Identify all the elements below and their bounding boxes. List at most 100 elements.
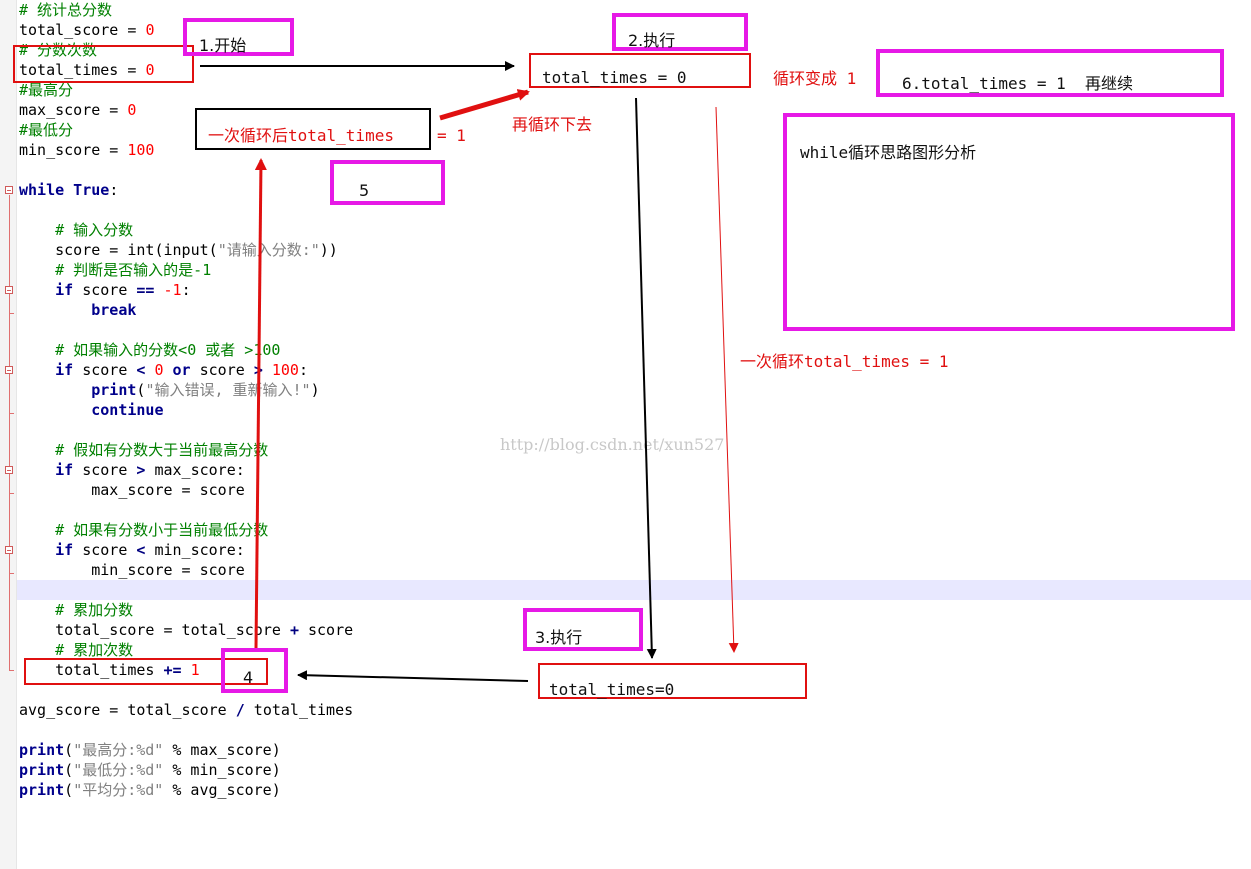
- code-token: min_score = score: [19, 561, 245, 579]
- code-line: if score > max_score:: [19, 460, 245, 480]
- code-token: 0: [145, 21, 155, 39]
- code-token: # 如果有分数小于当前最低分数: [55, 521, 269, 539]
- step-3-box: 3.执行: [523, 608, 643, 651]
- code-token: avg_score = total_score: [19, 701, 236, 719]
- arrow-bottom-to-increment: [297, 670, 529, 682]
- code-token: # 如果输入的分数<0 或者 >100: [55, 341, 281, 359]
- code-token: print: [19, 761, 65, 779]
- step-3-label: 3.执行: [535, 628, 583, 647]
- watermark: http://blog.csdn.net/xun527: [500, 435, 725, 454]
- code-token: :: [298, 361, 308, 379]
- fold-marker-if-min[interactable]: [5, 546, 13, 554]
- step-1-box: 1.开始: [183, 18, 294, 56]
- code-token: +=: [163, 661, 182, 679]
- code-token: # 输入分数: [55, 221, 134, 239]
- code-token: 0: [154, 361, 164, 379]
- code-token: if: [55, 541, 74, 559]
- code-token: max_score:: [145, 461, 245, 479]
- code-token: 1: [190, 661, 200, 679]
- loop-becomes-text: 循环变成 1: [773, 69, 857, 88]
- code-token: score: [73, 361, 137, 379]
- code-token: or: [172, 361, 191, 379]
- analysis-title: while循环思路图形分析: [800, 143, 977, 162]
- box-total-times-bottom: total_times=0: [538, 663, 807, 699]
- code-token: break: [91, 301, 137, 319]
- code-token: continue: [91, 401, 164, 419]
- code-line: #最低分: [19, 120, 73, 140]
- fold-marker-while[interactable]: [5, 186, 13, 194]
- code-token: (: [136, 381, 146, 399]
- code-line: # 统计总分数: [19, 0, 112, 20]
- fold-end-tick: [9, 413, 14, 414]
- code-line: # 判断是否输入的是-1: [19, 260, 211, 280]
- fold-guide-line: [9, 195, 10, 670]
- code-token: score: [190, 361, 254, 379]
- code-token: ): [310, 381, 320, 399]
- code-token: 0: [145, 61, 155, 79]
- code-token: total_times =: [19, 61, 146, 79]
- code-token: #最高分: [19, 81, 74, 99]
- code-token: 0: [127, 101, 137, 119]
- code-token: total_times: [19, 661, 164, 679]
- fold-marker-if-range[interactable]: [5, 366, 13, 374]
- code-token: "平均分:%d": [73, 781, 164, 799]
- code-line: max_score = score: [19, 480, 245, 500]
- code-token: <: [136, 361, 146, 379]
- code-line: total_times += 1: [19, 660, 200, 680]
- code-line: # 输入分数: [19, 220, 133, 240]
- fold-marker-if-break[interactable]: [5, 286, 13, 294]
- code-token: if: [55, 361, 74, 379]
- after-loop-eq-text: = 1: [437, 126, 466, 145]
- fold-marker-if-max[interactable]: [5, 466, 13, 474]
- code-line: # 如果有分数小于当前最低分数: [19, 520, 268, 540]
- code-token: print: [91, 381, 137, 399]
- code-line: total_times = 0: [19, 60, 154, 80]
- code-token: 100: [127, 141, 155, 159]
- code-line: if score == -1:: [19, 280, 190, 300]
- code-line: min_score = 100: [19, 140, 154, 160]
- code-token: # 累加次数: [55, 641, 134, 659]
- step-2-label: 2.执行: [628, 31, 676, 50]
- step-1-label: 1.开始: [199, 36, 247, 55]
- step-6-box: 6.total_times = 1 再继续: [876, 49, 1224, 97]
- editor-gutter: [0, 0, 17, 869]
- code-line: # 如果输入的分数<0 或者 >100: [19, 340, 280, 360]
- code-token: >: [136, 461, 146, 479]
- after-loop-text: 一次循环后total_times: [208, 126, 394, 145]
- highlight-total-times-increment: [24, 658, 268, 685]
- step-5-label: 5: [359, 181, 370, 200]
- code-token: % avg_score): [163, 781, 281, 799]
- code-line: break: [19, 300, 136, 320]
- code-token: :: [109, 181, 119, 199]
- box-total-times-top: total_times = 0: [529, 53, 751, 88]
- analysis-box: while循环思路图形分析: [783, 113, 1235, 331]
- code-line: # 累加次数: [19, 640, 133, 660]
- loop-again-text: 再循环下去: [512, 115, 593, 134]
- code-token: % min_score): [163, 761, 281, 779]
- code-line: continue: [19, 400, 164, 420]
- code-token: score = int(input(: [19, 241, 218, 259]
- code-token: total_times: [244, 701, 354, 719]
- code-token: # 累加分数: [55, 601, 134, 619]
- arrow-becomes-one: [715, 106, 739, 653]
- code-token: score: [73, 461, 137, 479]
- code-token: (: [64, 781, 74, 799]
- code-line: # 累加分数: [19, 600, 133, 620]
- code-token: "最低分:%d": [73, 761, 164, 779]
- code-token: #最低分: [19, 121, 74, 139]
- code-token: max_score = score: [19, 481, 245, 499]
- code-token: (: [64, 761, 74, 779]
- code-token: if: [55, 461, 74, 479]
- arrow-execute-down: [635, 97, 657, 659]
- arrow-increment-up: [254, 158, 267, 649]
- highlight-total-times-init: [13, 45, 194, 83]
- code-token: # 假如有分数大于当前最高分数: [55, 441, 269, 459]
- code-token: # 判断是否输入的是-1: [55, 261, 212, 279]
- code-line: while True:: [19, 180, 118, 200]
- current-line-highlight: [17, 580, 1251, 600]
- code-token: total_score =: [19, 21, 146, 39]
- code-token: /: [235, 701, 245, 719]
- one-loop-text: 一次循环total_times = 1: [740, 352, 949, 371]
